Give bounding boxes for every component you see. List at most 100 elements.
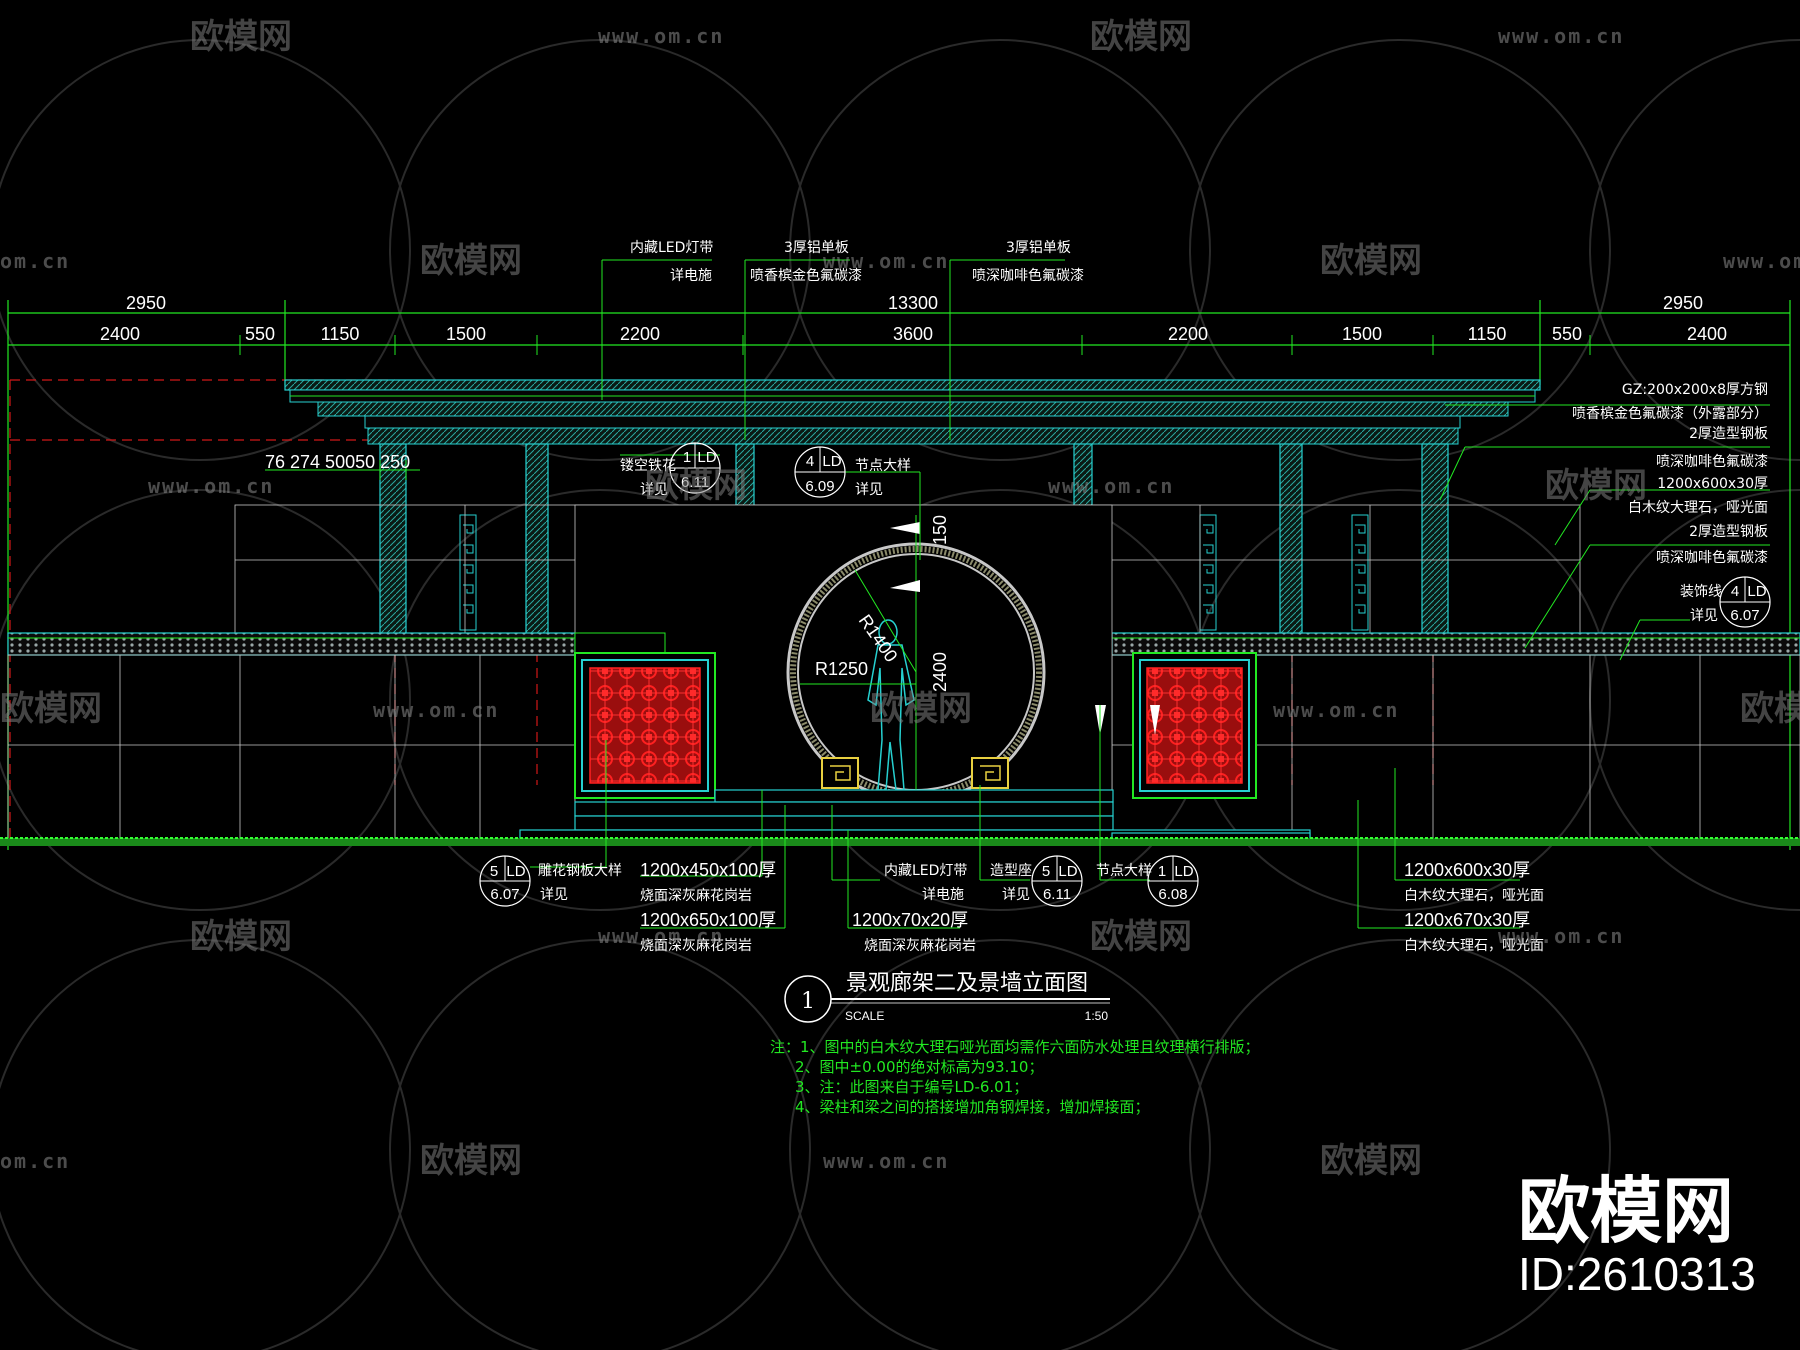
top-leaders — [601, 259, 1065, 440]
entrance-steps — [519, 789, 1311, 841]
callout-step2a: 1200x650x100厚 — [640, 910, 776, 930]
dim-top-right: 2950 — [1663, 293, 1703, 313]
bubble-carved-sheet: 6.07 — [490, 886, 519, 903]
bottom-leaders — [530, 705, 1520, 929]
watermark-brand: 欧模网 — [645, 466, 747, 506]
dim-row2-2: 550 — [245, 324, 275, 344]
scale-label: SCALE — [845, 1009, 884, 1023]
bubble-deco-code: LD — [1747, 583, 1766, 600]
note-1: 注：1、图中的白木纹大理石哑光面均需作六面防水处理且纹理横行排版； — [770, 1038, 1260, 1056]
bubble-deco-num: 4 — [1731, 583, 1739, 600]
watermark-url: www.om.cn — [1048, 474, 1174, 498]
watermark-url: om.cn — [0, 1149, 70, 1173]
note-4: 4、梁柱和梁之间的搭接增加角钢焊接，增加焊接面； — [795, 1098, 1150, 1116]
bubble-node-bottom-num: 1 — [1158, 863, 1166, 880]
dimension-lines — [7, 300, 1791, 850]
dim-top-center: 13300 — [888, 293, 938, 313]
human-figure — [867, 619, 915, 791]
watermark-brand: 欧模网 — [1090, 917, 1192, 957]
note-2: 2、图中±0.00的绝对标高为93.10； — [795, 1058, 1043, 1076]
bubble-node-bottom-sheet: 6.08 — [1158, 886, 1187, 903]
callout-right-5: 1200x600x30厚 — [1657, 476, 1768, 492]
bubble-node-top-code: LD — [822, 453, 841, 470]
bubble-carved-see: 详见 — [540, 887, 568, 903]
right-leaders — [1439, 404, 1770, 661]
dim-row2-8: 1500 — [1342, 324, 1382, 344]
dim-row2-6: 3600 — [893, 324, 933, 344]
callout-right-4: 喷深咖啡色氟碳漆 — [1656, 453, 1768, 470]
gate-dims — [800, 515, 1160, 790]
carved-panel-right — [1132, 652, 1257, 799]
bubble-hollow-see: 详见 — [640, 482, 668, 498]
note-3: 3、注：此图来自于编号LD-6.01； — [795, 1078, 1028, 1096]
callout-stone1: 1200x70x20厚 — [852, 910, 968, 930]
title-block — [784, 975, 1110, 1023]
watermark-brand: 欧模网 — [870, 689, 972, 729]
dim-top-left: 2950 — [126, 293, 166, 313]
bubble-node-bottom — [1147, 855, 1199, 907]
brand-logo: 欧模网 — [1518, 1169, 1734, 1253]
bubble-seat-see: 详见 — [1002, 887, 1030, 903]
bubble-seat-code: LD — [1058, 863, 1077, 880]
bubble-deco — [1719, 576, 1771, 628]
callout-stone2: 烧面深灰麻花岗岩 — [864, 938, 976, 954]
watermark-brand: 欧模网 — [190, 917, 292, 957]
pergola-roof — [284, 379, 1541, 445]
bubble-hollow-iron — [620, 442, 721, 494]
callout-led-2: 详电施 — [670, 268, 712, 284]
callout-right-1: GZ:200x200x8厚方钢 — [1622, 382, 1768, 398]
callout-right-2: 喷香槟金色氟碳漆（外露部分） — [1572, 405, 1768, 422]
callout-marble1a: 1200x600x30厚 — [1404, 860, 1530, 880]
callout-marble1b: 白木纹大理石，哑光面 — [1404, 888, 1544, 904]
callout-right-6: 白木纹大理石，哑光面 — [1628, 500, 1768, 516]
callout-al-gold-2: 喷香槟金色氟碳漆 — [750, 267, 862, 284]
bubble-hollow-num: 1 — [683, 449, 691, 466]
watermark-brand: 欧模网 — [420, 1141, 522, 1181]
callout-led-bottom-1: 内藏LED灯带 — [884, 863, 967, 879]
callout-step1b: 烧面深灰麻花岗岩 — [640, 888, 752, 904]
bubble-carved-label: 雕花钢板大样 — [538, 863, 622, 879]
watermark-url: www.om.cn — [148, 474, 274, 498]
grass-line — [0, 837, 1800, 846]
bubble-node-top-label: 节点大样 — [855, 458, 911, 474]
bubble-deco-sheet: 6.07 — [1730, 607, 1759, 624]
callout-al-gold-1: 3厚铝单板 — [784, 240, 849, 256]
callout-marble2a: 1200x670x30厚 — [1404, 910, 1530, 930]
bubble-carved — [479, 855, 531, 907]
watermark-brand: 欧模网 — [420, 241, 522, 281]
drawing-title: 景观廊架二及景墙立面图 — [846, 971, 1088, 996]
dim-row2-10: 550 — [1552, 324, 1582, 344]
bubble-deco-see: 详见 — [1690, 608, 1718, 624]
watermark-url: www.om.cn — [1498, 924, 1624, 948]
watermark-url: www.om.cn — [1498, 24, 1624, 48]
watermark-url: www.om.cn — [823, 249, 949, 273]
dim-row2-11: 2400 — [1687, 324, 1727, 344]
dim-small: 76 274 50050 250 — [265, 452, 410, 472]
bubble-carved-code: LD — [506, 863, 525, 880]
watermark-url: www.om.cn — [1273, 698, 1399, 722]
bubble-deco-label: 装饰线 — [1680, 584, 1722, 600]
watermark-url: www.om.cn — [823, 1149, 949, 1173]
brand-id: ID:2610313 — [1518, 1248, 1756, 1300]
bubble-node-top-see: 详见 — [855, 482, 883, 498]
watermark-brand: 欧模网 — [1740, 689, 1800, 729]
scale-value: 1:50 — [1085, 1009, 1109, 1023]
dimension-ticks — [7, 335, 1791, 355]
callout-right-8: 喷深咖啡色氟碳漆 — [1656, 549, 1768, 566]
title-num: 1 — [801, 989, 815, 1014]
watermark-brand: 欧模网 — [0, 689, 102, 729]
small-dims — [265, 460, 420, 480]
watermark-url: om.cn — [0, 249, 70, 273]
bubble-hollow-code: LD — [697, 449, 716, 466]
bubble-hollow-sheet: 6.11 — [681, 474, 709, 491]
callout-right-3: 2厚造型钢板 — [1689, 426, 1768, 442]
bubble-node-top-sheet: 6.09 — [805, 478, 834, 495]
bubble-node-bottom-label: 节点大样 — [1096, 863, 1152, 879]
carved-panel-left — [574, 652, 716, 799]
callout-marble2b: 白木纹大理石，哑光面 — [1404, 938, 1544, 954]
watermark-brand: 欧模网 — [1090, 17, 1192, 57]
watermark-url: www.om.cn — [598, 24, 724, 48]
watermark-brand: 欧模网 — [1320, 241, 1422, 281]
callout-step1a: 1200x450x100厚 — [640, 860, 776, 880]
